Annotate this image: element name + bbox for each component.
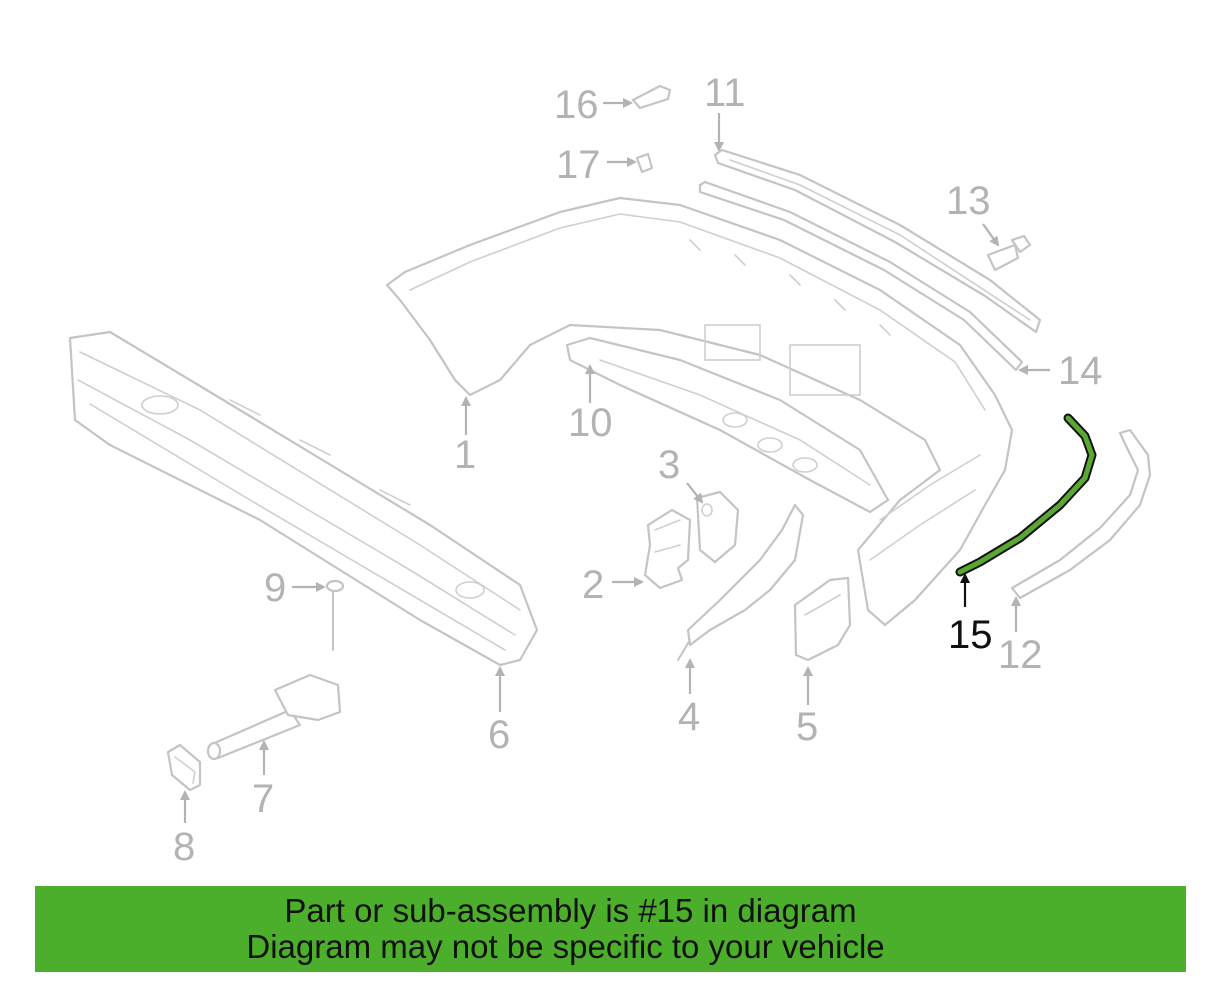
callout-1: 1 (454, 433, 476, 477)
part-15-highlighted-strip (955, 413, 1097, 577)
callout-2: 2 (582, 563, 604, 607)
part-2-bracket (643, 508, 692, 590)
part-17-clip (635, 152, 654, 174)
callout-16: 16 (554, 83, 599, 127)
exploded-parts-diagram: 1 2 3 4 5 6 7 8 9 10 11 12 13 14 15 16 1… (68, 71, 1152, 869)
callout-8: 8 (173, 825, 195, 869)
banner-disclaimer-text: Diagram may not be specific to your vehi… (246, 928, 885, 965)
part-1-bumper-cover (385, 196, 1014, 627)
callout-13: 13 (946, 179, 991, 223)
callout-9: 9 (264, 566, 286, 610)
callout-11: 11 (704, 71, 746, 115)
callout-5: 5 (796, 705, 818, 749)
callout-10: 10 (568, 401, 613, 445)
callout-17: 17 (556, 143, 601, 187)
callout-4: 4 (678, 695, 700, 739)
callout-arrows (180, 98, 1050, 823)
part-11-upper-trim-strip (713, 148, 1042, 334)
part-6-reinforcement-bar (68, 330, 539, 667)
part-5-bracket (793, 576, 852, 662)
callout-labels: 1 2 3 4 5 6 7 8 9 10 11 12 13 14 15 16 1… (173, 71, 1103, 869)
part-9-bolt (325, 579, 345, 651)
callout-12: 12 (998, 633, 1043, 677)
part-8-grommet (166, 743, 202, 792)
info-banner: Part or sub-assembly is #15 in diagram D… (35, 886, 1186, 972)
callout-15-highlighted: 15 (948, 613, 993, 657)
part-13-screw (986, 234, 1032, 272)
part-10-lower-valance (565, 336, 890, 514)
part-15-highlight-fill (957, 415, 1095, 575)
callout-7: 7 (252, 777, 274, 821)
callout-3: 3 (658, 443, 680, 487)
part-16-fastener (631, 84, 672, 110)
banner-part-number-text: Part or sub-assembly is #15 in diagram (284, 892, 857, 929)
part-3-bracket (695, 490, 740, 564)
part-12-side-molding (1010, 428, 1152, 600)
part-4-bracket (677, 503, 805, 661)
callout-14: 14 (1058, 349, 1103, 393)
part-7-tow-eye (206, 673, 342, 761)
callout-6: 6 (488, 713, 510, 757)
